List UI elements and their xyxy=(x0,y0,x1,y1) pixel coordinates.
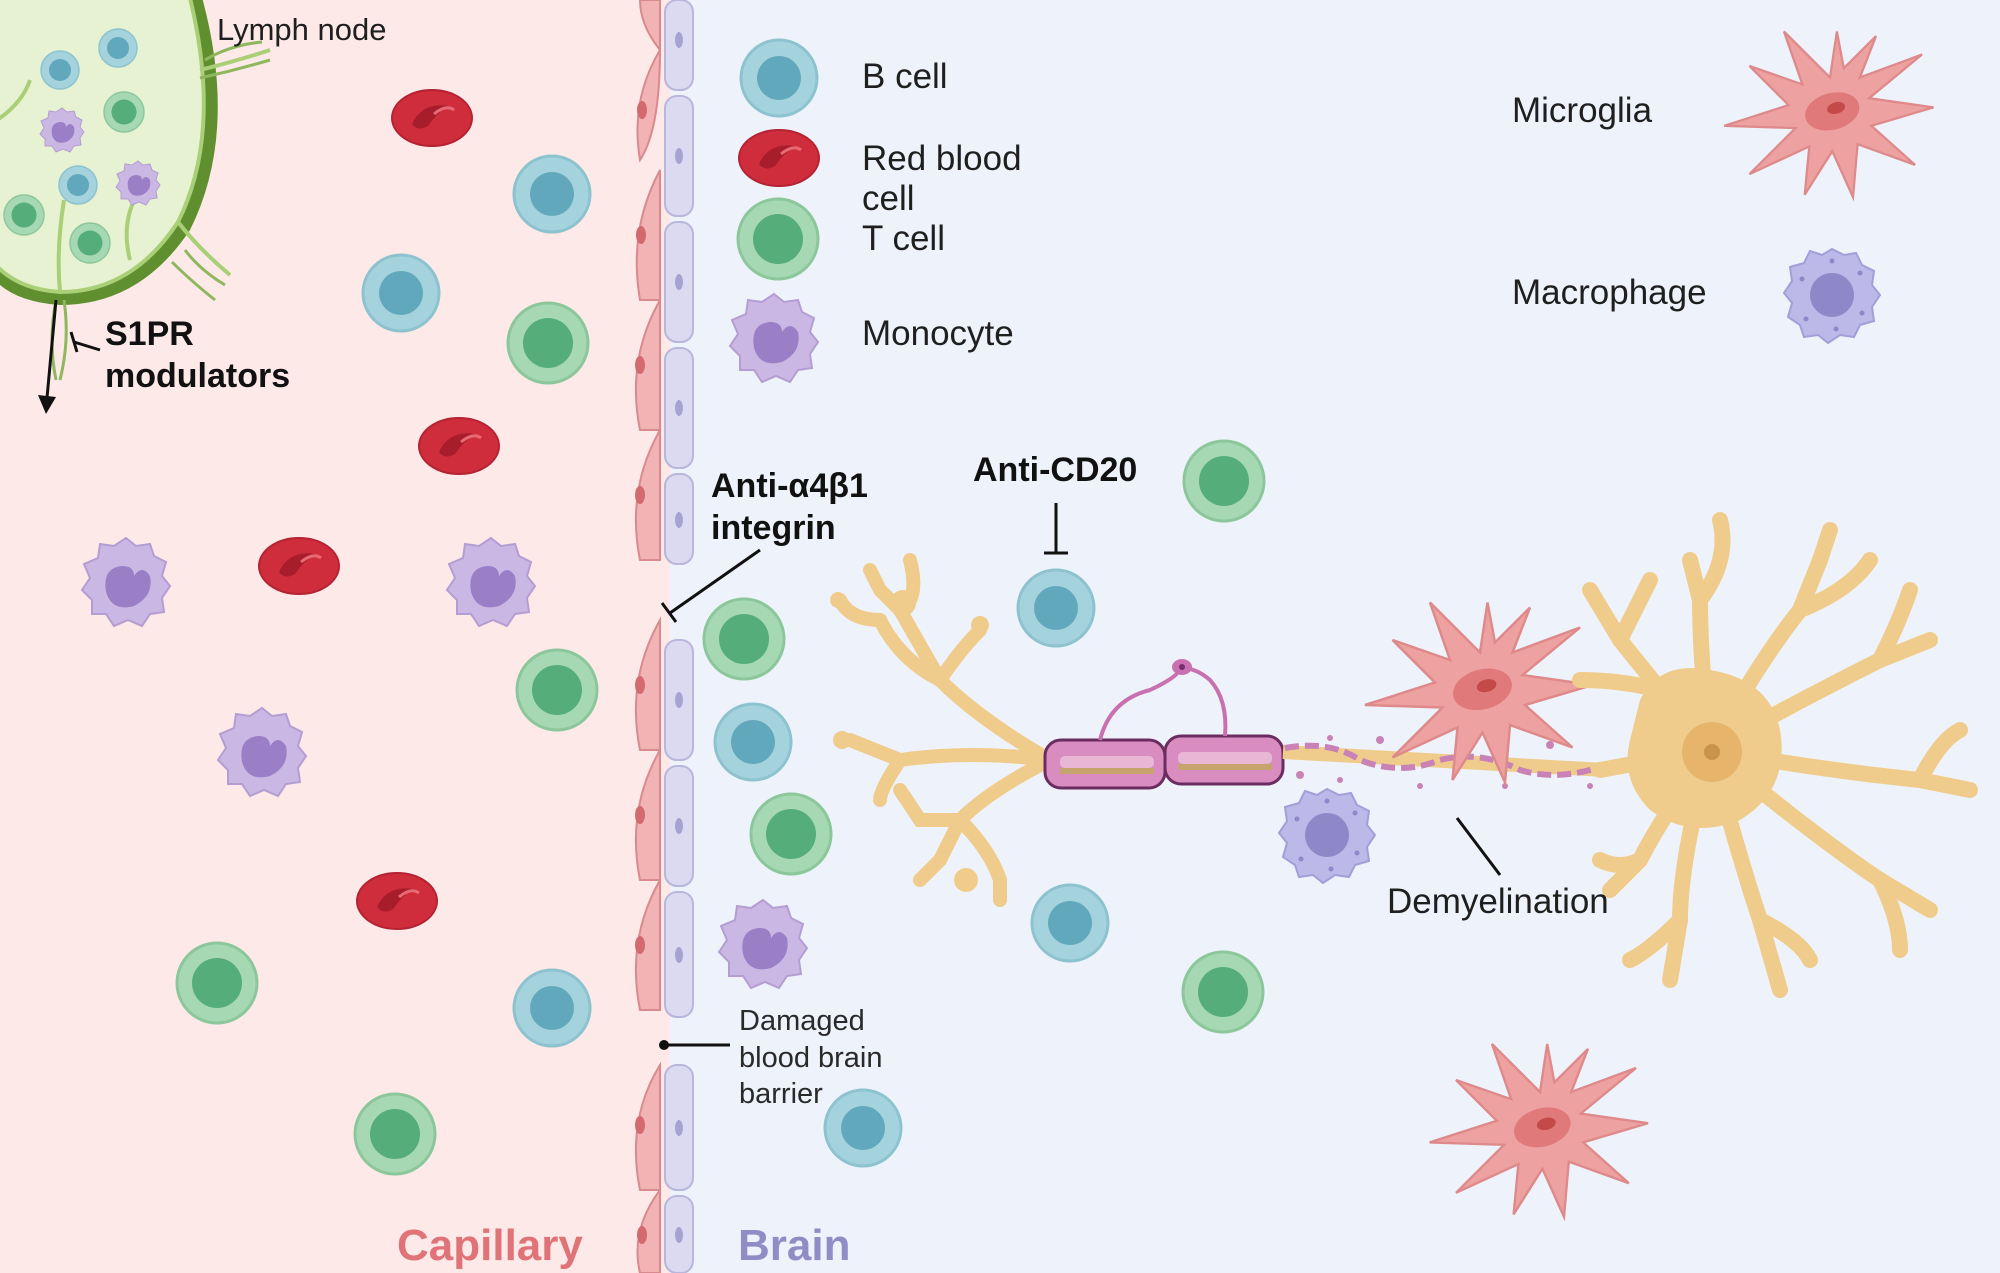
t-cell-icon xyxy=(702,597,786,681)
lymph-node-label: Lymph node xyxy=(217,12,386,47)
t-cell-icon xyxy=(353,1092,437,1176)
bbb-pointer xyxy=(659,1040,730,1050)
anti-cd20-inhibitor xyxy=(1044,503,1068,555)
b-cell-icon xyxy=(739,38,819,118)
b-cell-icon xyxy=(512,154,592,234)
neuron-icon xyxy=(830,553,1607,907)
s1pr-arrow xyxy=(38,299,101,414)
demyelination-pointer xyxy=(1455,817,1502,876)
red-blood-cell-icon xyxy=(355,871,439,931)
red-blood-cell-icon xyxy=(390,88,474,148)
bbb-label-line2: blood brain xyxy=(739,1042,883,1074)
t-cell-icon xyxy=(506,301,590,385)
bbb-label-line3: barrier xyxy=(739,1078,823,1110)
b-cell-icon xyxy=(713,702,793,782)
capillary-label: Capillary xyxy=(397,1221,583,1270)
legend-rbc-label-line2: cell xyxy=(862,179,915,218)
b-cell-icon xyxy=(1030,883,1110,963)
b-cell-icon xyxy=(823,1088,903,1168)
red-blood-cell-icon xyxy=(417,416,501,476)
legend-monocyte-label: Monocyte xyxy=(862,314,1014,353)
red-blood-cell-icon xyxy=(737,128,821,188)
red-blood-cell-icon xyxy=(257,536,341,596)
b-cell-icon xyxy=(512,968,592,1048)
anti-integrin-label-line1: Anti-α4β1 xyxy=(711,467,868,505)
s1pr-label-line1: S1PR xyxy=(105,315,194,353)
demyelination-label: Demyelination xyxy=(1387,882,1609,921)
legend-microglia-label: Microglia xyxy=(1512,91,1653,130)
b-cell-icon xyxy=(1016,568,1096,648)
s1pr-label-line2: modulators xyxy=(105,357,290,395)
t-cell-icon xyxy=(1181,950,1265,1034)
anti-cd20-label: Anti-CD20 xyxy=(973,451,1137,489)
t-cell-icon xyxy=(515,648,599,732)
legend-b-cell-label: B cell xyxy=(862,57,948,96)
anti-integrin-label-line2: integrin xyxy=(711,509,836,547)
blood-brain-barrier xyxy=(635,0,694,1273)
legend-t-cell-label: T cell xyxy=(862,219,945,258)
t-cell-icon xyxy=(736,197,820,281)
astrocyte-icon xyxy=(1572,512,1978,998)
lymph-node-icon xyxy=(0,0,271,381)
t-cell-icon xyxy=(1182,439,1266,523)
anti-integrin-inhibitor xyxy=(660,548,761,623)
t-cell-icon xyxy=(749,792,833,876)
brain-label: Brain xyxy=(738,1221,850,1270)
legend-macrophage-label: Macrophage xyxy=(1512,273,1707,312)
t-cell-icon xyxy=(175,941,259,1025)
bbb-label-line1: Damaged xyxy=(739,1005,865,1037)
b-cell-icon xyxy=(361,253,441,333)
legend-rbc-label-line1: Red blood xyxy=(862,139,1022,178)
